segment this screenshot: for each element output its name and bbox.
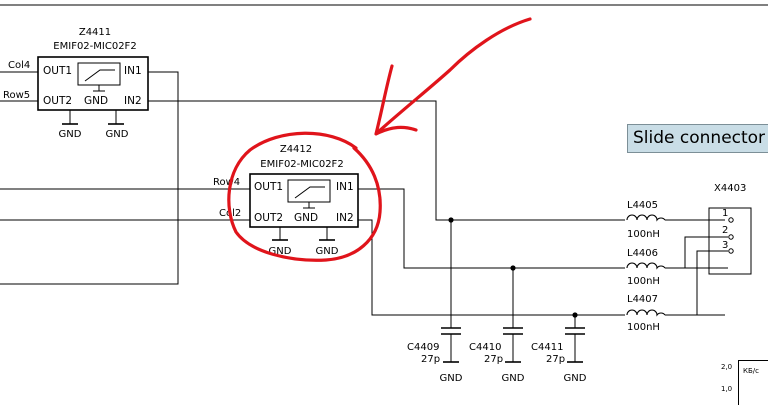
c4409-ref: C4409 xyxy=(407,342,439,353)
x4403-pin3 xyxy=(728,248,734,254)
annotation-arrow-head xyxy=(374,64,418,136)
z4412-pin-out1: OUT1 xyxy=(254,181,283,193)
net-row4: Row4 xyxy=(213,177,240,188)
z4411-gnd-right: GND xyxy=(106,129,129,140)
z4412-filter-box xyxy=(287,179,331,203)
l4406-value: 100nH xyxy=(627,276,660,287)
c4410-gnd: GND xyxy=(502,373,525,384)
component-c4411[interactable] xyxy=(565,315,585,363)
component-c4409[interactable] xyxy=(441,220,461,363)
z4412-part: EMIF02-MIC02F2 xyxy=(260,159,343,170)
z4412-ref: Z4412 xyxy=(280,144,312,155)
z4411-filter-symbol xyxy=(84,69,115,82)
c4410-value: 27p xyxy=(484,354,503,365)
z4411-pin-out1: OUT1 xyxy=(43,65,72,77)
z4411-part: EMIF02-MIC02F2 xyxy=(53,41,136,52)
x4403-pin1-label: 1 xyxy=(722,208,728,219)
z4411-pin-gnd: GND xyxy=(84,95,108,107)
annotation-arrow-shaft xyxy=(376,17,532,134)
component-z4411[interactable]: Z4411 EMIF02-MIC02F2 OUT1 IN1 OUT2 GND I… xyxy=(37,27,149,140)
z4412-filter-symbol xyxy=(294,186,325,199)
title-block-corner: 2,0 КБ/с 1,0 xyxy=(721,360,768,405)
component-z4412[interactable]: Z4412 EMIF02-MIC02F2 OUT1 IN1 OUT2 GND I… xyxy=(249,144,359,257)
slide-connector-banner: Slide connector xyxy=(627,124,768,153)
z4411-ref: Z4411 xyxy=(79,27,111,38)
corner-row1-right: КБ/с xyxy=(743,367,759,375)
x4403-pin2-label: 2 xyxy=(722,225,728,236)
component-l4405[interactable] xyxy=(625,212,666,222)
c4411-gnd: GND xyxy=(564,373,587,384)
l4405-value: 100nH xyxy=(627,229,660,240)
l4407-ref: L4407 xyxy=(627,294,658,305)
l4405-ref: L4405 xyxy=(627,200,658,211)
red-annotation xyxy=(227,17,532,262)
z4412-body xyxy=(249,173,359,228)
c4409-gnd: GND xyxy=(440,373,463,384)
net-row5: Row5 xyxy=(3,90,30,101)
annotation-circle xyxy=(227,131,382,262)
corner-row2-left: 1,0 xyxy=(721,385,733,393)
z4411-pin-in2: IN2 xyxy=(124,95,142,107)
x4403-pin2 xyxy=(728,234,734,240)
x4403-ref: X4403 xyxy=(714,183,746,194)
z4411-wires xyxy=(0,71,725,285)
z4411-filter-box xyxy=(77,62,121,86)
c4411-ref: C4411 xyxy=(531,342,563,353)
x4403-body xyxy=(708,207,752,275)
component-l4406[interactable] xyxy=(625,260,666,270)
z4411-pin-in1: IN1 xyxy=(124,65,142,77)
x4403-pin1 xyxy=(728,217,734,223)
z4412-pin-out2: OUT2 xyxy=(254,212,283,224)
z4411-body xyxy=(37,56,149,111)
z4411-pin-out2: OUT2 xyxy=(43,95,72,107)
x4403-pin3-label: 3 xyxy=(722,240,728,251)
c4409-value: 27p xyxy=(421,354,440,365)
l4406-ref: L4406 xyxy=(627,248,658,259)
z4411-gnd-left: GND xyxy=(59,129,82,140)
c4410-ref: C4410 xyxy=(469,342,501,353)
c4411-value: 27p xyxy=(546,354,565,365)
z4412-wires xyxy=(0,188,728,316)
z4412-gnd-right: GND xyxy=(316,246,339,257)
component-x4403[interactable]: 1 2 3 xyxy=(708,207,752,275)
z4412-pin-gnd: GND xyxy=(294,212,318,224)
component-l4407[interactable] xyxy=(625,307,666,317)
net-col4: Col4 xyxy=(8,60,30,71)
connector-routing xyxy=(665,236,728,316)
l4407-value: 100nH xyxy=(627,322,660,333)
component-c4410[interactable] xyxy=(503,268,523,363)
z4412-pin-in1: IN1 xyxy=(336,181,354,193)
z4412-pin-in2: IN2 xyxy=(336,212,354,224)
corner-row1-left: 2,0 xyxy=(721,363,733,371)
z4412-gnd-left: GND xyxy=(269,246,292,257)
